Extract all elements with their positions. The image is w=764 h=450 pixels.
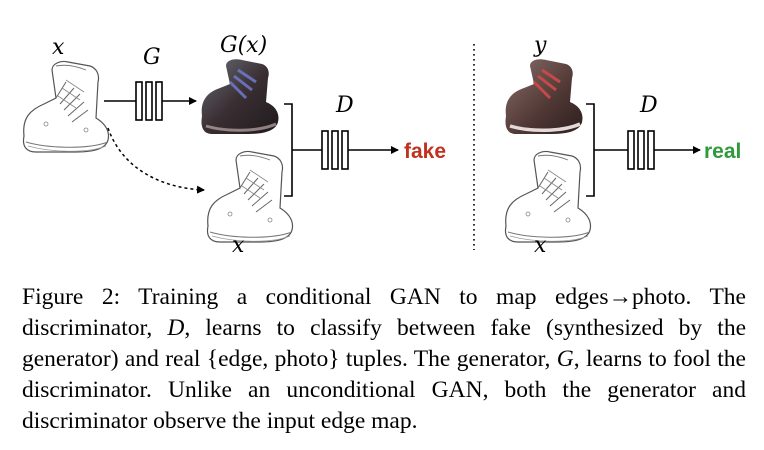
caption-part-2: , learns to classify between fake (synth… [22,315,746,372]
real-pair-edge-map [504,150,592,243]
input-x-label: x [52,35,65,60]
caption-part-1: Figure 2: Training a conditional GAN to … [22,284,746,341]
real-photo-y-label: y [533,33,547,58]
generator-label: G [143,45,161,70]
copied-input-x-label: x [232,233,245,258]
real-boot-photo [505,59,583,134]
right-pair-bracket [586,103,595,197]
fake-verdict-label: fake [404,140,446,163]
gan-training-diagram: x G G(x) x D fake y x D real [22,33,741,258]
generator-output-label: G(x) [220,33,267,58]
discriminator-label-right: D [639,93,658,118]
input-edge-map [22,60,110,153]
figure-caption: Figure 2: Training a conditional GAN to … [22,282,746,437]
real-verdict-label: real [704,140,741,163]
discriminator-block-left [321,130,349,170]
caption-discriminator-symbol: D [167,315,185,341]
generator-block [135,81,163,121]
input-copy-dashed-arrow [107,127,205,194]
generated-boot-photo [201,59,279,134]
discriminator-label-left: D [335,93,354,118]
caption-part-3: , learns to fool the discriminator. Unli… [22,346,746,434]
left-pair-bracket [284,103,293,197]
real-pair-x-label: x [534,233,547,258]
caption-generator-symbol: G [556,346,574,372]
discriminator-block-right [627,130,655,170]
copied-edge-map [206,150,294,243]
